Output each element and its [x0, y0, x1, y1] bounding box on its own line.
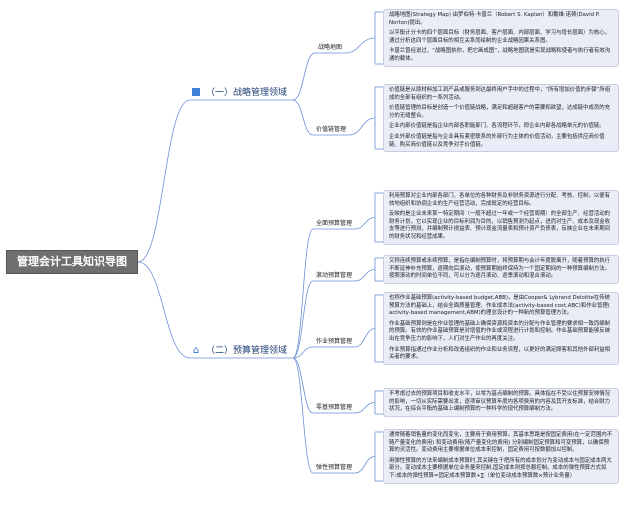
- house-icon: ⌂: [192, 345, 200, 356]
- notes-value-chain: 价值链是从原材料加工到产品或服务到达最终用户手中的过程中，“所有增加价值的步骤”…: [383, 84, 619, 153]
- note-text: 卡普兰曾经说过，“战略图执你，把它画成图”，战略地图就是实现战略和使者与执行者有…: [389, 48, 611, 62]
- topic-rolling-budget[interactable]: 滚动预算管理: [316, 272, 353, 279]
- note-text: 作业基础预算则是在作业管理的基础上确保资源和资本的分配与作业管理的要求相一致而编…: [389, 320, 611, 342]
- note-text: 通常随着销售量的变化而变化，主要用于费用预算。其基本思路是按固定费用(在一定范围…: [389, 432, 613, 454]
- note-text: 企业外部价值链是指与企业具有紧密联系的外部行为主体的价值活动，主要包括供应商价值…: [389, 133, 605, 148]
- topic-zero-based-budget[interactable]: 零基预算管理: [316, 404, 353, 411]
- note-text: 价值链是从原材料加工到产品或服务到达最终用户手中的过程中，“所有增加价值的步骤”…: [389, 87, 611, 101]
- branch-budget-management[interactable]: ⌂ （二）预算管理领域: [190, 343, 293, 359]
- notes-comprehensive-budget: 利用预算对企业内部各部门、各单位的各种财务及非财务资源进行分配、考核、控制，以便…: [383, 190, 619, 245]
- branch-strategy-management[interactable]: （一）战略管理领域: [190, 85, 293, 101]
- note-text: 战略地图(Strategy Map) 由罗伯特·卡普兰（Robert S. Ka…: [389, 12, 600, 26]
- note-text: 企业内部价值链是指企业内部各职能部门、各流程环节，即企业内部各战略单元的价值链。: [389, 123, 605, 130]
- branch-label: （一）战略管理领域: [206, 88, 288, 98]
- notes-flexible-budget: 通常随着销售量的变化而变化，主要用于费用预算。其基本思路是按固定费用(在一定范围…: [383, 429, 619, 484]
- square-icon: [190, 85, 202, 101]
- branch-label: （二）预算管理领域: [206, 346, 288, 356]
- note-text: 又称连续预算或永续预算，是指在编制预算时，将预算期与会计年度脱离开，随着预算的执…: [389, 258, 611, 280]
- notes-rolling-budget: 又称连续预算或永续预算，是指在编制预算时，将预算期与会计年度脱离开，随着预算的执…: [383, 255, 619, 284]
- topic-flexible-budget[interactable]: 弹性预算管理: [316, 464, 353, 471]
- note-text: 反映的是企业未来某一特定期间（一般不超过一年或一个经营周期）的全部生产、经营活动…: [389, 211, 611, 240]
- topic-comprehensive-budget[interactable]: 全面预算管理: [316, 220, 353, 227]
- topic-activity-budget[interactable]: 作业预算管理: [316, 338, 353, 345]
- topic-strategy-map[interactable]: 战略地图: [318, 44, 343, 51]
- note-text: 利用预算对企业内部各部门、各单位的各种财务及非财务资源进行分配、考核、控制，以便…: [389, 193, 611, 207]
- note-text: 价值链管理的目标是创造一个价值链战略，满足和超越客户的需要和欲望，达成链中成员的…: [389, 105, 611, 119]
- note-text: 不考虑过去的预算项目和收支水平，以零为基点编制的预算。具体指在不受以往预算安排情…: [389, 391, 611, 413]
- notes-activity-budget: 也称作业基础预算(activity-based budget,ABB)，是由Co…: [383, 292, 619, 365]
- topic-value-chain[interactable]: 价值链管理: [316, 126, 347, 133]
- notes-zero-based-budget: 不考虑过去的预算项目和收支水平，以零为基点编制的预算。具体指在不受以往预算安排情…: [383, 388, 619, 417]
- notes-strategy-map: 战略地图(Strategy Map) 由罗伯特·卡普兰（Robert S. Ka…: [383, 9, 619, 67]
- mindmap-root[interactable]: 管理会计工具知识导图: [6, 250, 138, 274]
- note-text: 作业预算指通过作业分析和改造组织的作业和业务流程，以更好的满足顾客和其他外部利益…: [389, 346, 611, 361]
- note-text: 也称作业基础预算(activity-based budget,ABB)，是由Co…: [389, 295, 611, 317]
- note-text: 用弹性预算的方法来编制成本预算时,其关键在于把所有的成本划分为变动成本与固定成本…: [389, 457, 612, 479]
- note-text: 以平衡计分卡的四个层面目标（财务层面、客户层面、内部层面、学习与增长层面）为核心…: [389, 30, 611, 44]
